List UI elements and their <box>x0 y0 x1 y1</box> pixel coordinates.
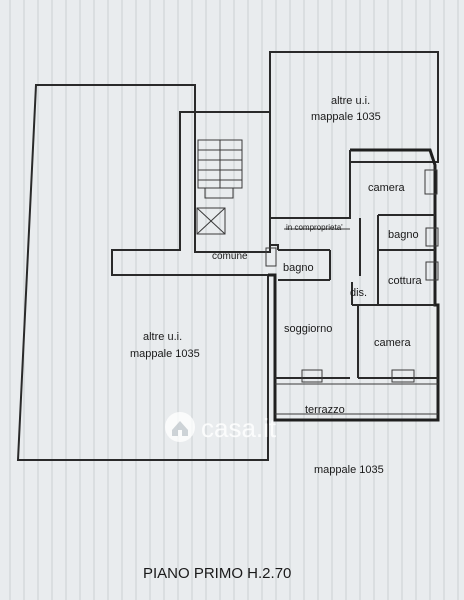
label-cottura: cottura <box>388 275 423 287</box>
watermark: casa.it <box>165 412 277 443</box>
apartment-walls <box>265 148 440 422</box>
label-soggiorno: soggiorno <box>284 323 332 335</box>
watermark-text: casa.it <box>201 413 277 443</box>
label-altre-top-2: mappale 1035 <box>311 111 381 123</box>
label-in-comproprieta: in comproprieta' <box>286 223 343 232</box>
label-mappale-bottom: mappale 1035 <box>314 464 384 476</box>
label-camera-top: camera <box>368 182 406 194</box>
label-terrazzo: terrazzo <box>305 404 345 416</box>
label-dis: dis. <box>350 287 367 299</box>
plan-title: PIANO PRIMO H.2.70 <box>143 565 291 582</box>
label-altre-left-1: altre u.i. <box>143 331 182 343</box>
paper-grid <box>9 0 459 600</box>
label-bagno-left: bagno <box>283 262 314 274</box>
label-altre-top-1: altre u.i. <box>331 95 370 107</box>
top-right-unit-outline <box>269 51 439 219</box>
label-bagno-right: bagno <box>388 229 419 241</box>
label-comune: comune <box>212 251 248 262</box>
label-camera-bottom: camera <box>374 337 412 349</box>
left-unit-outline <box>16 84 269 461</box>
house-icon <box>165 412 195 442</box>
label-altre-left-2: mappale 1035 <box>130 348 200 360</box>
